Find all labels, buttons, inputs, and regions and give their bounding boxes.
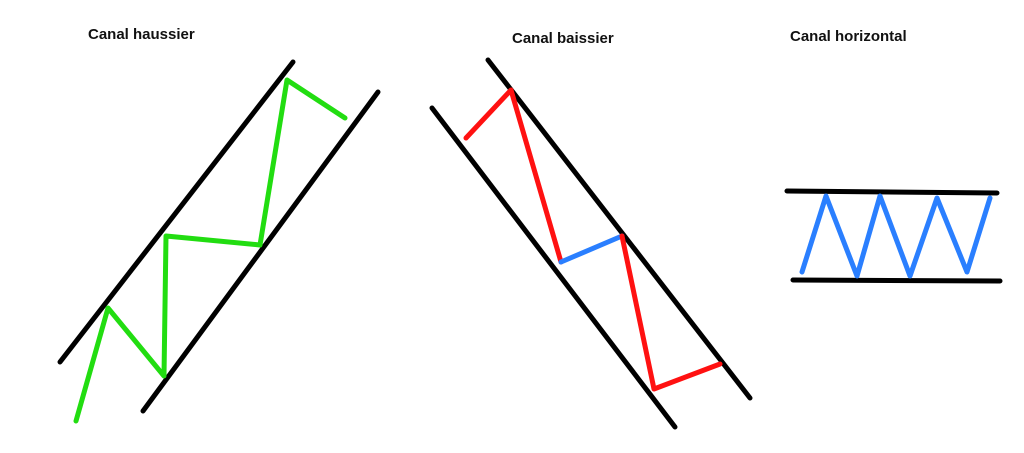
downtrend-upper-line xyxy=(485,57,753,401)
horizontal-upper-line xyxy=(784,188,1000,196)
horizontal-lower-line xyxy=(790,277,1003,284)
uptrend-price-path xyxy=(73,77,348,424)
downtrend-price-path-1 xyxy=(463,87,564,265)
downtrend-lower-line xyxy=(429,105,678,430)
title-uptrend-channel: Canal haussier xyxy=(88,26,195,43)
uptrend-lower-line xyxy=(140,89,381,414)
horizontal-price-path xyxy=(799,193,993,279)
downtrend-price-path-2 xyxy=(619,233,723,392)
uptrend-upper-line xyxy=(57,59,296,365)
title-horizontal-channel: Canal horizontal xyxy=(790,28,907,45)
downtrend-retracement xyxy=(558,233,625,265)
title-downtrend-channel: Canal baissier xyxy=(512,30,614,47)
